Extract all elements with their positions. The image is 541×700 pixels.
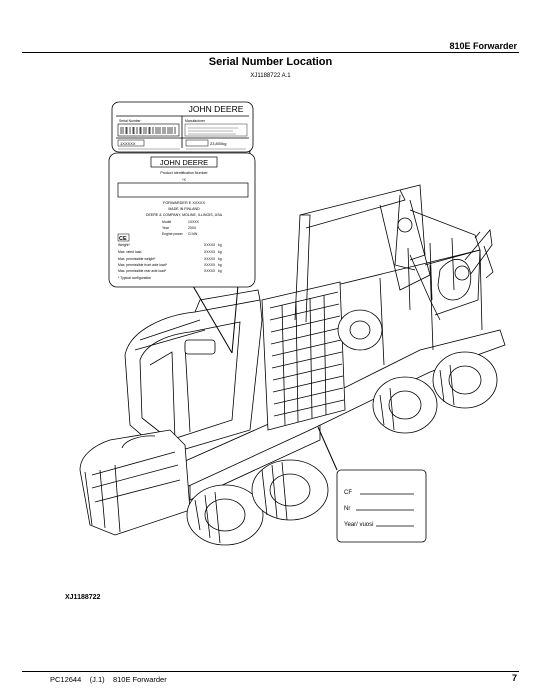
small-plate-model-value: 1XXXXX [120,141,136,146]
main-plate-field-label: Engine power [162,232,184,236]
weight-label: Max. permissible front axle load* [118,263,168,267]
page-number: 7 [511,673,517,683]
weight-value: XXXXX [204,257,216,261]
main-serial-plate [108,152,256,288]
main-plate-company: DEERE & COMPANY, MOLINE, ILLINOIS, USA [146,213,223,217]
footer-doc-ref: PC12644 (J.1) 810E Forwarder [50,675,167,684]
weight-unit: kg [218,257,222,261]
ce-mark: CE [119,236,127,242]
small-plate-serial-label: Serial Number [119,119,142,123]
cf-plate-row-label: CF [344,490,352,496]
header-divider [22,52,519,53]
weight-value: XXXXX [204,243,216,247]
cf-plate-row-label: Year/ vuosi [344,522,373,528]
main-plate-origin: MADE IN FINLAND [168,207,200,211]
main-plate-pin-label: Product Identification Number [160,171,208,175]
weight-value: XXXXX [204,263,216,267]
cf-plate [336,469,427,543]
weight-label: Weight* [118,243,130,247]
figure-id: XJ1188722 [65,594,101,601]
main-plate-field-label: Year [162,226,170,230]
main-plate-model-line: FORWARDER E XXXXX [163,201,205,205]
weight-value: XXXXX [204,250,216,254]
figure-reference: XJ1188722 A.1 [250,73,291,79]
weight-label: Max. rated load [118,250,141,254]
header-title: 810E Forwarder [449,41,517,51]
weight-unit: kg [218,269,222,273]
machine-drawing [79,184,506,546]
plate-note: * Typical configuration [118,276,151,280]
small-plate-manufacturer-label: Manufacturer [185,119,206,123]
weight-unit: kg [218,250,222,254]
footer-divider [22,671,519,672]
small-plate-brand: JOHN DEERE [189,104,244,114]
main-plate-pin-value: *X [182,178,186,182]
main-plate-field-value: CI kW [188,232,198,236]
weight-label: Max. permissible rear axle load* [118,269,167,273]
main-plate-field-value: 1XXXX [188,220,200,224]
small-serial-plate [111,101,254,153]
weight-unit: kg [218,263,222,267]
weight-unit: kg [218,243,222,247]
weight-value: XXXXX [204,269,216,273]
main-plate-field-value: 20XX [188,226,197,230]
main-plate-field-label: Model [162,220,171,224]
weight-label: Max. permissible weight* [118,257,156,261]
main-plate-brand: JOHN DEERE [160,158,208,167]
section-title: Serial Number Location [208,56,333,68]
small-plate-weight-value: 23,800kg [210,141,226,146]
cf-plate-row-label: Nr [344,506,350,512]
